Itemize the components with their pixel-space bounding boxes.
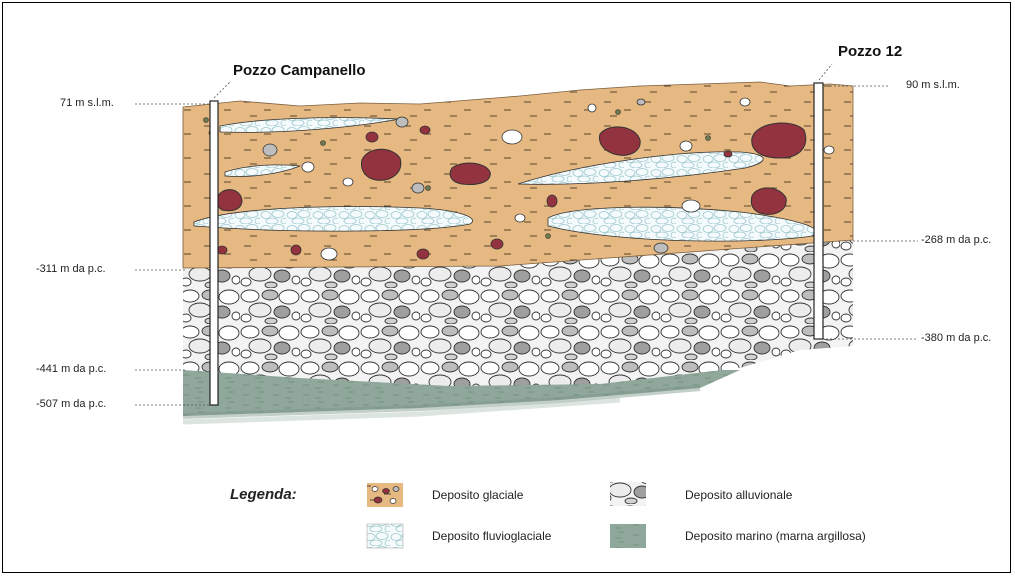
depth-label-pozzo-12-380: -380 m da p.c.	[921, 332, 991, 344]
legend-swatch-marine	[610, 524, 646, 548]
legend-label-alluvial: Deposito alluvionale	[685, 488, 792, 502]
legend-label-marine: Deposito marino (marna argillosa)	[685, 529, 866, 543]
depth-label-campanello-507: -507 m da p.c.	[36, 398, 106, 410]
depth-label-pozzo-12-268: -268 m da p.c.	[921, 234, 991, 246]
elevation-label-campanello: 71 m s.l.m.	[60, 97, 114, 109]
well-12	[814, 83, 823, 339]
legend-swatch-alluvial	[610, 482, 646, 506]
legend-label-fluvioglacial: Deposito fluvioglaciale	[432, 529, 551, 543]
legend-title: Legenda:	[230, 486, 297, 503]
well-title-campanello: Pozzo Campanello	[233, 62, 366, 79]
elevation-label-pozzo-12: 90 m s.l.m.	[906, 79, 960, 91]
legend-label-glacial: Deposito glaciale	[432, 488, 523, 502]
legend-swatch-fluvioglacial	[367, 524, 403, 548]
depth-label-campanello-311: -311 m da p.c.	[36, 263, 106, 275]
well-campanello	[210, 101, 218, 405]
well-title-12: Pozzo 12	[838, 43, 902, 60]
depth-label-campanello-441: -441 m da p.c.	[36, 363, 106, 375]
